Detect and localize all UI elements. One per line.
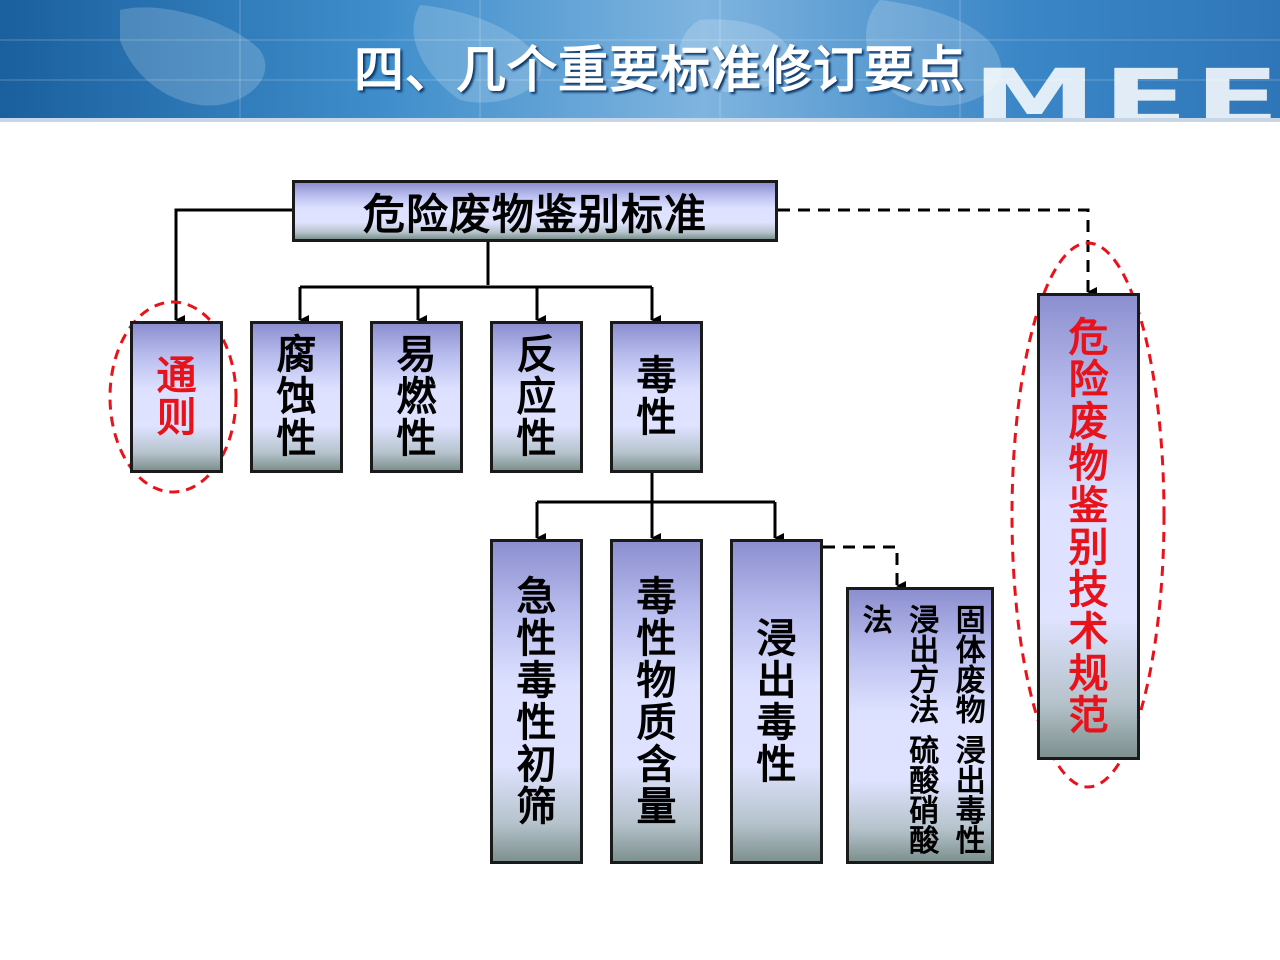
highlight-ellipse-spec (1010, 241, 1166, 789)
header-banner: MEE 四、几个重要标准修订要点 (0, 0, 1280, 118)
node-general: 通则 (130, 321, 223, 473)
node-flammability-label: 易燃性 (396, 332, 437, 462)
node-corrosivity-label: 腐蚀性 (276, 332, 317, 462)
node-root: 危险废物鉴别标准 (292, 180, 778, 242)
node-toxicity: 毒性 (610, 321, 703, 473)
highlight-ellipse-general (108, 300, 238, 494)
node-leaching-label: 浸出毒性 (756, 615, 797, 788)
mee-logo: MEE (972, 54, 1280, 118)
dashed-connector-leaching-method (823, 545, 906, 591)
node-leaching-method: 固体废物 浸出毒性浸出方法 硫酸硝酸法 (846, 587, 994, 864)
connector-root-general (174, 208, 293, 325)
node-reactivity: 反应性 (490, 321, 583, 473)
world-map-background (0, 0, 1280, 118)
node-content-label: 毒性物质含量 (636, 573, 677, 830)
header-divider (0, 118, 1280, 122)
node-technical-spec: 危险废物鉴别技术规范 (1037, 293, 1140, 760)
node-root-label: 危险废物鉴别标准 (362, 189, 707, 239)
node-acute: 急性毒性初筛 (490, 539, 583, 864)
page-title: 四、几个重要标准修订要点 (354, 41, 966, 99)
node-general-label: 通则 (156, 353, 197, 441)
node-content: 毒性物质含量 (610, 539, 703, 864)
node-leaching-method-label: 固体废物 浸出毒性浸出方法 硫酸硝酸法 (856, 604, 985, 855)
node-acute-label: 急性毒性初筛 (516, 573, 557, 830)
node-technical-spec-label: 危险废物鉴别技术规范 (1068, 314, 1109, 739)
node-reactivity-label: 反应性 (516, 332, 557, 462)
node-toxicity-label: 毒性 (636, 353, 677, 441)
node-corrosivity: 腐蚀性 (250, 321, 343, 473)
node-leaching: 浸出毒性 (730, 539, 823, 864)
dashed-connector-root-spec (778, 208, 1097, 297)
node-flammability: 易燃性 (370, 321, 463, 473)
